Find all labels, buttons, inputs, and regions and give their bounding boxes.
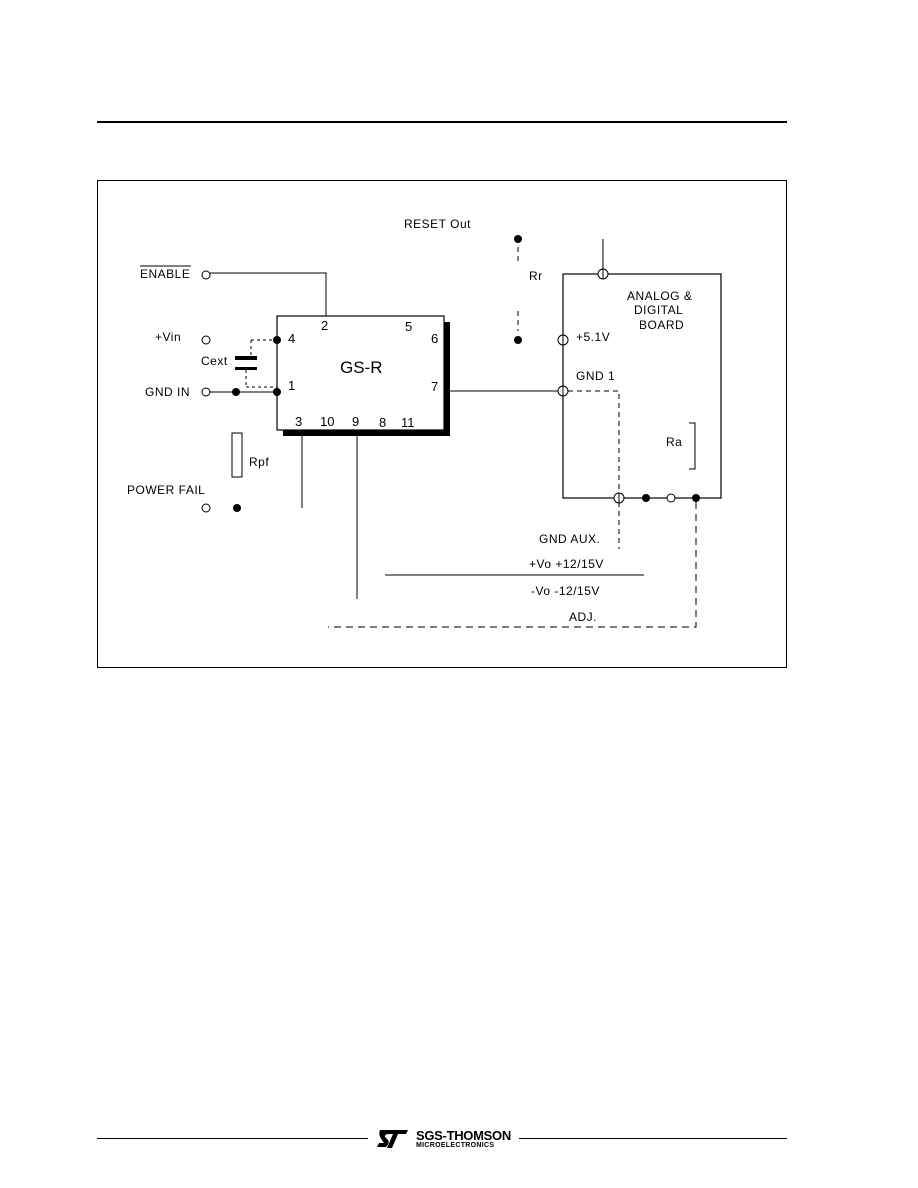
module-box [276, 315, 445, 431]
pin-9: 9 [352, 414, 359, 429]
pin-11: 11 [401, 415, 415, 430]
reset-out-label: RESET Out [404, 217, 471, 231]
gnd1-label: GND 1 [576, 369, 615, 383]
adj-label: ADJ. [569, 610, 597, 624]
circuit-diagram: GS-R 2 5 6 4 1 7 3 10 9 8 11 ENABLE +Vin… [127, 217, 722, 628]
enable-terminal [201, 270, 211, 280]
capacitor-plate-top [235, 356, 257, 360]
board-label-1: ANALOG & [627, 289, 692, 303]
st-logo-icon [377, 1130, 408, 1148]
pin-5: 5 [405, 319, 412, 334]
pin-3: 3 [295, 414, 302, 429]
pin-7: 7 [431, 379, 438, 394]
vin-terminal [201, 335, 211, 345]
footer-logo: SGS-THOMSON MICROELECTRONICS [368, 1126, 519, 1152]
gnd-in-label: GND IN [145, 385, 190, 399]
cext-label: Cext [201, 354, 228, 368]
gnd-in-node [232, 388, 240, 396]
board-bottom-node-4 [692, 494, 700, 502]
rr-label: Rr [529, 269, 543, 283]
gnd-aux-label: GND AUX. [539, 532, 600, 546]
reset-node-top [514, 235, 522, 243]
pin-4: 4 [288, 331, 295, 346]
brand-subtitle: MICROELECTRONICS [416, 1142, 495, 1149]
brand-text: SGS-THOMSON MICROELECTRONICS [416, 1129, 511, 1149]
header-rule [97, 121, 787, 123]
board-label-3: BOARD [639, 318, 684, 332]
capacitor-plate-bottom [235, 367, 257, 370]
vo-neg-label: -Vo -12/15V [531, 584, 600, 598]
vo-pos-label: +Vo +12/15V [529, 557, 604, 571]
board-bottom-node-2 [642, 494, 650, 502]
pin-1: 1 [288, 378, 295, 393]
power-fail-label: POWER FAIL [127, 483, 205, 497]
module-label: GS-R [340, 358, 383, 377]
board-label-2: DIGITAL [634, 303, 683, 317]
rpf-label: Rpf [249, 455, 269, 469]
reset-node-bottom [514, 336, 522, 344]
power-fail-terminal [201, 503, 211, 513]
pin-6: 6 [431, 331, 438, 346]
pin1-node [273, 388, 281, 396]
pin-10: 10 [320, 414, 334, 429]
power-fail-node [233, 504, 241, 512]
board-bottom-terminal-3 [666, 493, 676, 503]
rpf-resistor [231, 432, 243, 478]
vin-label: +Vin [155, 330, 181, 344]
circuit-diagram-frame: GS-R 2 5 6 4 1 7 3 10 9 8 11 ENABLE +Vin… [97, 180, 787, 668]
ra-resistor [689, 422, 696, 470]
pin-2: 2 [321, 318, 328, 333]
v51-label: +5.1V [576, 330, 610, 344]
enable-label: ENABLE [140, 267, 190, 281]
ra-label: Ra [666, 435, 682, 449]
enable-wire [210, 272, 327, 316]
gnd-in-terminal [201, 387, 211, 397]
brand-name: SGS-THOMSON [416, 1128, 511, 1143]
adj-dashed-line [328, 502, 697, 628]
pin-8: 8 [379, 415, 386, 430]
